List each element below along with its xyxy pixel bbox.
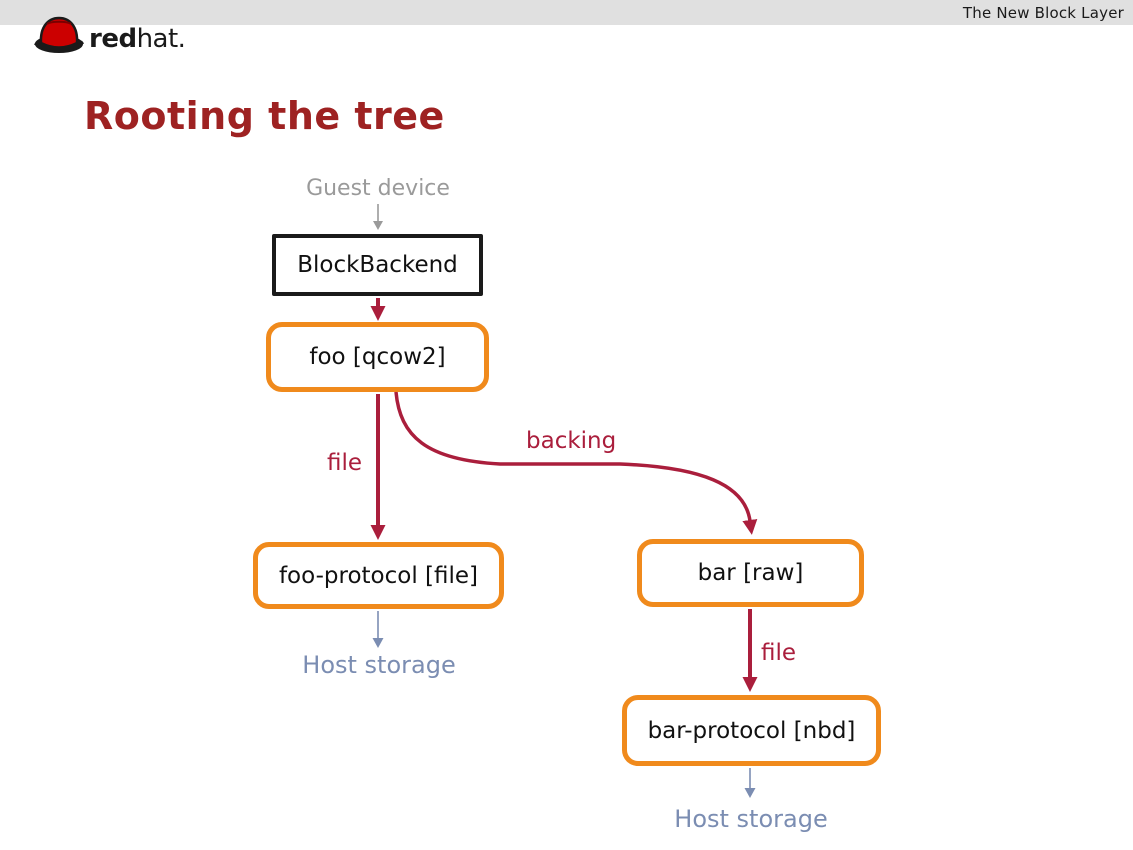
deck-title: The New Block Layer — [962, 3, 1124, 22]
redhat-logo: redhat. — [33, 12, 186, 56]
wordmark-red: red — [89, 24, 137, 54]
edge-label-file-left: file — [326, 450, 362, 476]
node-foo: foo [qcow2] — [266, 322, 489, 392]
node-blockbackend: BlockBackend — [272, 234, 483, 296]
redhat-hat-icon — [34, 16, 85, 53]
node-bar: bar [raw] — [637, 539, 864, 607]
node-foo-protocol: foo-protocol [file] — [253, 542, 504, 609]
host-storage-right-label: Host storage — [674, 805, 828, 833]
host-storage-left-label: Host storage — [302, 651, 456, 679]
edge-label-file-right: file — [761, 640, 797, 666]
edge-foo-backing — [394, 391, 758, 535]
edge-label-backing: backing — [526, 428, 617, 454]
header-bar: The New Block Layer — [0, 0, 1133, 25]
wordmark-hat: hat. — [136, 24, 186, 54]
guest-device-label: Guest device — [306, 176, 450, 201]
slide-title: Rooting the tree — [84, 94, 445, 138]
redhat-wordmark: redhat. — [89, 24, 186, 56]
node-bar-protocol: bar-protocol [nbd] — [622, 695, 881, 766]
